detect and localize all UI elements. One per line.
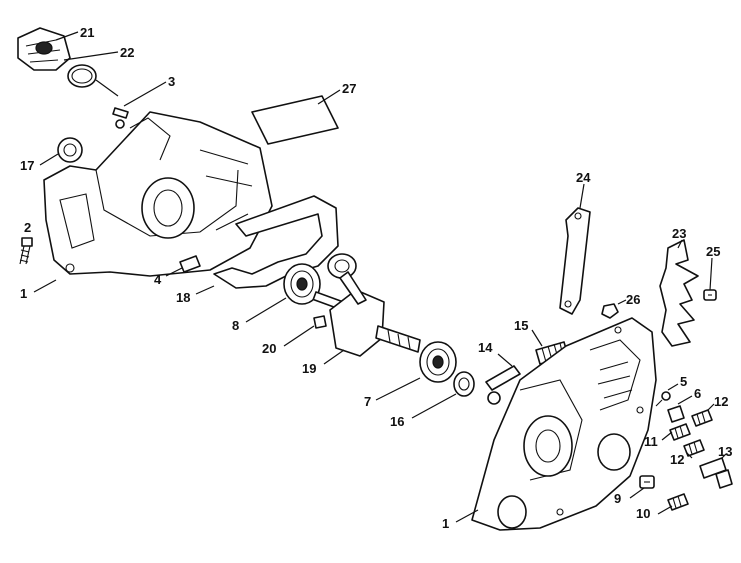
callout-12-lower: 12 xyxy=(670,452,684,467)
leader-5 xyxy=(667,383,679,391)
set-screw-part-11 xyxy=(669,423,691,441)
leader-25 xyxy=(709,257,713,291)
leader-11 xyxy=(661,431,673,441)
leader-14 xyxy=(497,353,513,367)
callout-27: 27 xyxy=(342,81,356,96)
callout-17: 17 xyxy=(20,158,34,173)
chain-guide-plate-part-24 xyxy=(559,207,591,315)
leader-10 xyxy=(657,505,673,515)
o-ring-part-22 xyxy=(67,64,97,88)
screw-part-9 xyxy=(639,475,655,489)
callout-labels: 21 22 3 27 17 2 1 4 18 8 20 19 7 16 14 1… xyxy=(20,25,732,531)
callout-16: 16 xyxy=(390,414,404,429)
leader-15 xyxy=(531,329,543,347)
crankcase-right-half-part-1 xyxy=(471,317,657,531)
leader-1b xyxy=(455,509,479,523)
set-screw-part-12-upper xyxy=(691,409,713,427)
pin-part-14 xyxy=(485,365,521,405)
callout-10: 10 xyxy=(636,506,650,521)
crankshaft-part-19 xyxy=(312,253,421,357)
callout-21: 21 xyxy=(80,25,94,40)
callout-4: 4 xyxy=(154,272,162,287)
nut-part-26 xyxy=(601,303,619,319)
spring-part-10 xyxy=(667,493,689,511)
callout-22: 22 xyxy=(120,45,134,60)
leader-19 xyxy=(323,349,345,365)
leader-13 xyxy=(721,453,727,459)
leader-26 xyxy=(617,299,627,305)
crankcase-left-half-part-1 xyxy=(43,111,273,277)
leader-8 xyxy=(245,297,287,323)
bearing-part-7 xyxy=(419,341,457,383)
gasket-card-part-27 xyxy=(251,95,339,145)
callout-26: 26 xyxy=(626,292,640,307)
leader-4 xyxy=(165,267,183,277)
callout-11: 11 xyxy=(644,434,658,449)
callout-1-upper: 1 xyxy=(20,286,27,301)
key-part-20 xyxy=(313,315,327,329)
leader-12b xyxy=(685,451,693,459)
callout-7: 7 xyxy=(364,394,371,409)
leader-1a xyxy=(33,279,57,293)
leader-20 xyxy=(283,325,315,347)
screw-part-25 xyxy=(703,289,717,301)
leader-7 xyxy=(375,377,421,401)
callout-1-lower: 1 xyxy=(442,516,449,531)
callout-19: 19 xyxy=(302,361,316,376)
callout-13: 13 xyxy=(718,444,732,459)
bolt-part-2 xyxy=(19,237,33,265)
callout-20: 20 xyxy=(262,341,276,356)
sleeve-part-6 xyxy=(667,405,685,423)
callout-6: 6 xyxy=(694,386,701,401)
bearing-part-8 xyxy=(283,263,321,305)
leader-9 xyxy=(629,487,645,499)
leader-27 xyxy=(317,89,341,105)
callout-24: 24 xyxy=(576,170,591,185)
callout-2: 2 xyxy=(24,220,31,235)
leader-23 xyxy=(677,239,683,249)
screw-part-5 xyxy=(655,391,671,407)
callout-18: 18 xyxy=(176,290,190,305)
callout-15: 15 xyxy=(514,318,528,333)
leader-24 xyxy=(579,183,585,209)
callout-8: 8 xyxy=(232,318,239,333)
callout-25: 25 xyxy=(706,244,720,259)
oil-pump-part-21 xyxy=(17,27,71,71)
leader-22b xyxy=(95,79,119,97)
callout-23: 23 xyxy=(672,226,686,241)
leader-22 xyxy=(63,51,119,61)
seal-part-16 xyxy=(453,371,475,397)
leader-6 xyxy=(677,395,693,405)
callout-9: 9 xyxy=(614,491,621,506)
leader-3 xyxy=(123,81,167,107)
callout-5: 5 xyxy=(680,374,687,389)
leader-18 xyxy=(195,285,215,295)
leader-17 xyxy=(39,153,59,166)
callout-12-upper: 12 xyxy=(714,394,728,409)
callout-3: 3 xyxy=(168,74,175,89)
callout-14: 14 xyxy=(478,340,493,355)
leader-12a xyxy=(707,403,715,411)
leader-lines xyxy=(33,31,727,523)
leader-21 xyxy=(55,31,79,41)
leader-16 xyxy=(411,393,457,419)
pin-part-3 xyxy=(112,107,129,129)
dowel-pin-part-4 xyxy=(179,255,201,273)
adjuster-stud-part-13 xyxy=(699,457,733,489)
seal-ring-part-17 xyxy=(57,137,83,163)
bumper-spike-part-23 xyxy=(659,239,699,347)
